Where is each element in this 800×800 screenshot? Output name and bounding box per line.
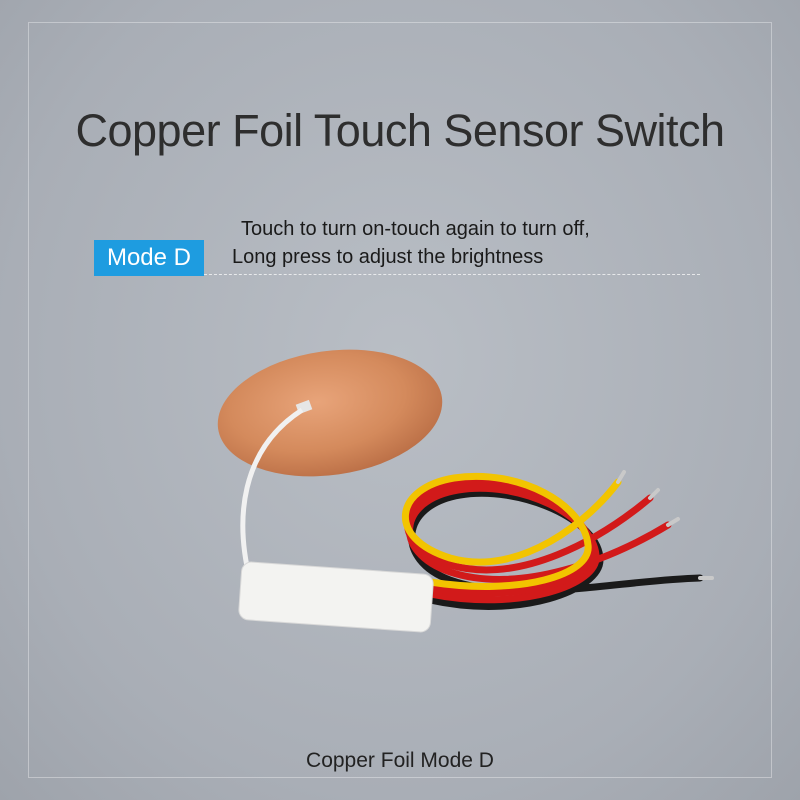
description-line-1: Touch to turn on-touch again to turn off… [241,218,590,240]
divider [204,274,700,275]
white-sense-wire [240,407,304,581]
page-title: Copper Foil Touch Sensor Switch [75,105,726,156]
colored-wires [402,470,714,610]
copper-foil-disc [217,349,443,477]
decorative-frame [28,22,772,778]
controller-module [238,561,434,633]
description-line-2: Long press to adjust the brightness [232,246,544,268]
mode-badge: Mode D [94,240,204,276]
caption: Copper Foil Mode D [306,749,494,772]
